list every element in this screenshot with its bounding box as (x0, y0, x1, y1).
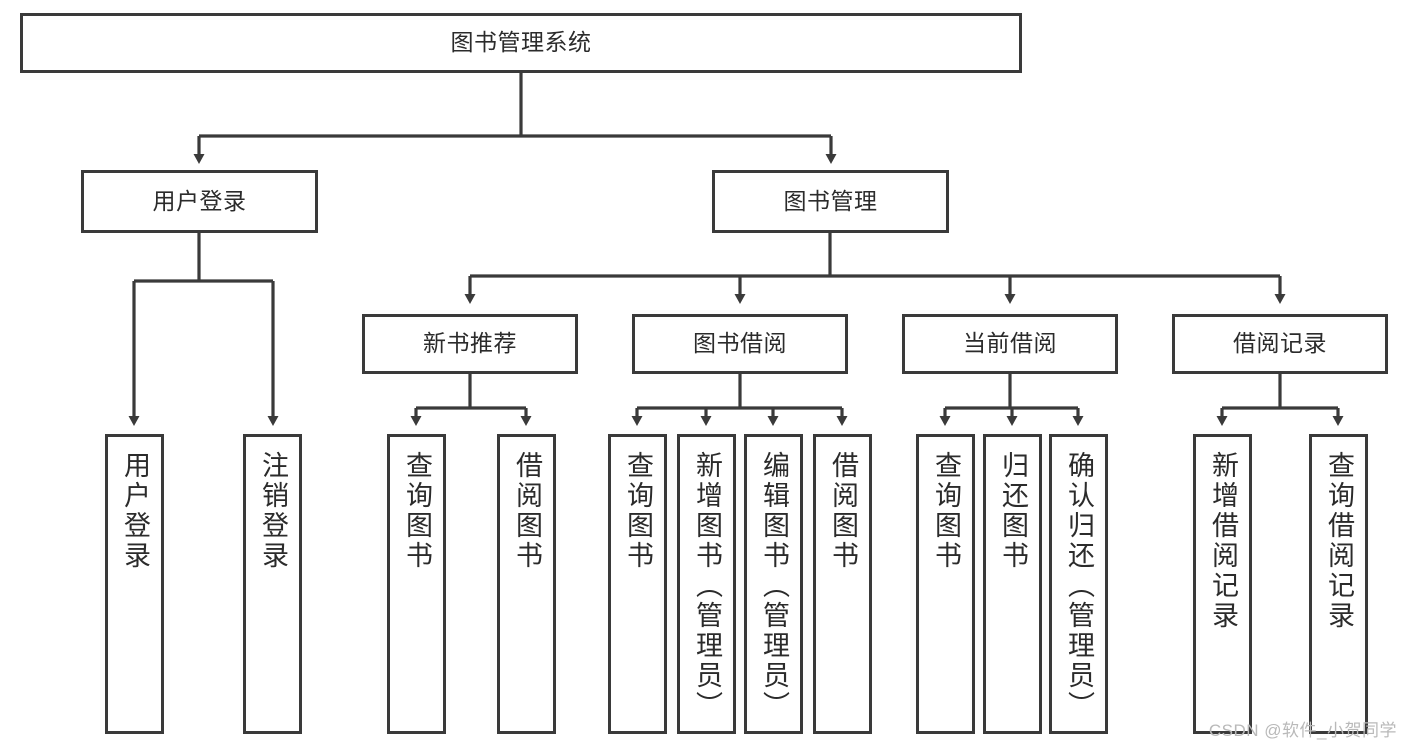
leaf-return-book[interactable]: 归还图书 (983, 434, 1042, 734)
leaf-edit-book[interactable]: 编辑图书（管理员） (744, 434, 803, 734)
watermark: CSDN @软件_小贺同学 (1208, 721, 1397, 740)
node-current-borrow-label: 当前借阅 (963, 330, 1057, 357)
node-book-borrow[interactable]: 图书借阅 (632, 314, 848, 374)
node-current-borrow[interactable]: 当前借阅 (902, 314, 1118, 374)
leaf-query-book-2[interactable]: 查询图书 (608, 434, 667, 734)
leaf-confirm-return[interactable]: 确认归还（管理员） (1049, 434, 1108, 734)
leaf-query-book-1[interactable]: 查询图书 (387, 434, 446, 734)
leaf-query-book-3-label: 查询图书 (931, 451, 961, 571)
node-borrow-record-label: 借阅记录 (1233, 330, 1327, 357)
leaf-return-book-label: 归还图书 (998, 451, 1028, 571)
leaf-borrow-book-2[interactable]: 借阅图书 (813, 434, 872, 734)
leaf-query-book-1-label: 查询图书 (402, 451, 432, 571)
node-user-login-label: 用户登录 (152, 187, 247, 214)
node-book-management[interactable]: 图书管理 (712, 170, 949, 233)
node-root-label: 图书管理系统 (450, 29, 592, 56)
node-book-management-label: 图书管理 (783, 187, 878, 214)
leaf-query-book-2-label: 查询图书 (623, 451, 653, 571)
leaf-user-login[interactable]: 用户登录 (105, 434, 164, 734)
leaf-borrow-book-2-label: 借阅图书 (828, 451, 858, 571)
node-root[interactable]: 图书管理系统 (20, 13, 1022, 73)
node-new-book-recommend[interactable]: 新书推荐 (362, 314, 578, 374)
leaf-logout-login-label: 注销登录 (258, 451, 288, 571)
leaf-user-login-label: 用户登录 (120, 451, 150, 571)
leaf-add-borrow-record[interactable]: 新增借阅记录 (1193, 434, 1252, 734)
leaf-borrow-book-1-label: 借阅图书 (512, 451, 542, 571)
leaf-query-book-3[interactable]: 查询图书 (916, 434, 975, 734)
leaf-query-borrow-record-label: 查询借阅记录 (1324, 451, 1354, 631)
node-user-login[interactable]: 用户登录 (81, 170, 318, 233)
leaf-add-borrow-record-label: 新增借阅记录 (1208, 451, 1238, 631)
leaf-logout-login[interactable]: 注销登录 (243, 434, 302, 734)
node-book-borrow-label: 图书借阅 (693, 330, 787, 357)
node-new-book-recommend-label: 新书推荐 (423, 330, 517, 357)
node-borrow-record[interactable]: 借阅记录 (1172, 314, 1388, 374)
leaf-borrow-book-1[interactable]: 借阅图书 (497, 434, 556, 734)
leaf-query-borrow-record[interactable]: 查询借阅记录 (1309, 434, 1368, 734)
leaf-edit-book-label: 编辑图书（管理员） (759, 451, 789, 721)
leaf-confirm-return-label: 确认归还（管理员） (1064, 451, 1094, 721)
leaf-add-book[interactable]: 新增图书（管理员） (677, 434, 736, 734)
leaf-add-book-label: 新增图书（管理员） (692, 451, 722, 721)
